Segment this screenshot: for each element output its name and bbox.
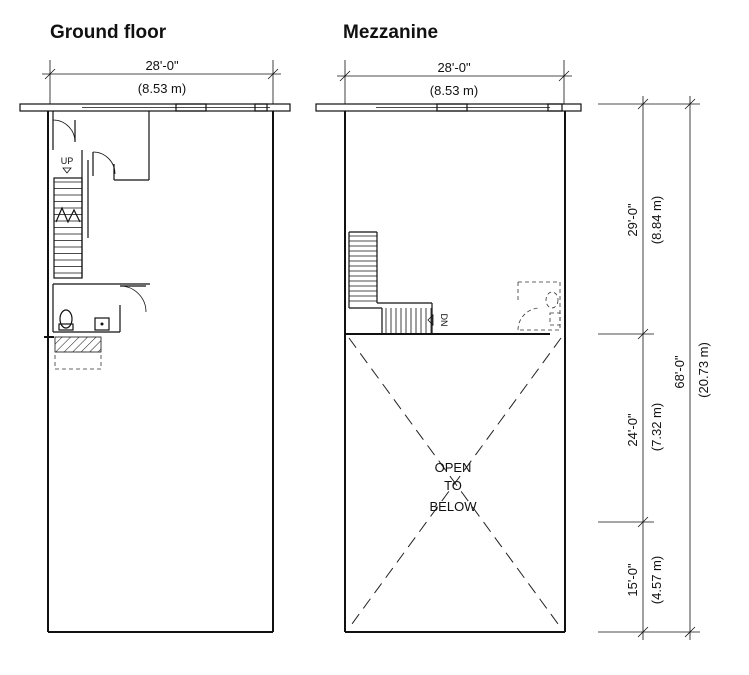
depth-seg2-m: (7.32 m) [649, 403, 664, 451]
ground-floor-front-wall [19, 103, 291, 112]
ground-floor-title: Ground floor [50, 22, 167, 43]
depth-total-m: (20.73 m) [696, 342, 711, 398]
mezzanine-title: Mezzanine [343, 22, 438, 43]
ground-floor-width-dimension: 28'-0" (8.53 m) [42, 58, 281, 104]
toilet-icon [58, 309, 74, 331]
ground-floor-plan: Ground floor 28'-0" (8.53 m) [19, 22, 291, 633]
mezzanine-stair-down-label: DN [439, 314, 449, 327]
sink-icon [94, 317, 110, 331]
ground-floor-stair-up-label: UP [61, 156, 74, 166]
stair-direction-arrow-icon [62, 167, 72, 174]
ground-floor-width-m: (8.53 m) [138, 81, 186, 96]
open-label-line-2: TO [444, 478, 462, 493]
toilet-icon [545, 291, 559, 309]
depth-seg3-ft: 15'-0" [625, 563, 640, 597]
depth-seg3-m: (4.57 m) [649, 556, 664, 604]
depth-seg1-ft: 29'-0" [625, 203, 640, 237]
mezzanine-plan: Mezzanine 28'-0" (8.53 m) [315, 22, 582, 633]
ground-floor-stair: UP [53, 150, 89, 279]
depth-total-ft: 68'-0" [672, 355, 687, 389]
depth-seg1-m: (8.84 m) [649, 196, 664, 244]
depth-dimensions: 29'-0" (8.84 m) 24'-0" (7.32 m) 15'-0" (… [598, 96, 711, 640]
sink-icon [549, 312, 561, 326]
mezzanine-width-dimension: 28'-0" (8.53 m) [337, 60, 572, 104]
ground-floor-washroom [52, 283, 150, 333]
mezzanine-front-wall [315, 103, 582, 112]
open-label-line-1: OPEN [435, 460, 472, 475]
stair-direction-arrow-icon [427, 314, 434, 326]
mezzanine-width-m: (8.53 m) [430, 83, 478, 98]
ground-floor-interior-door [92, 151, 116, 176]
mezzanine-fixtures [517, 281, 561, 331]
ground-floor-width-ft: 28'-0" [145, 58, 179, 73]
open-label-line-3: BELOW [430, 499, 478, 514]
depth-seg2-ft: 24'-0" [625, 413, 640, 447]
ground-floor-exterior-walls [47, 111, 274, 633]
mezzanine-exterior-walls [344, 111, 566, 633]
open-to-below-area: OPEN TO BELOW [348, 337, 562, 629]
mezzanine-stair: DN [348, 231, 449, 334]
mezzanine-width-ft: 28'-0" [437, 60, 471, 75]
ground-floor-vestibule-walls [113, 111, 150, 181]
ground-floor-lower-stair [44, 336, 102, 370]
ground-floor-entry-door [52, 111, 76, 150]
